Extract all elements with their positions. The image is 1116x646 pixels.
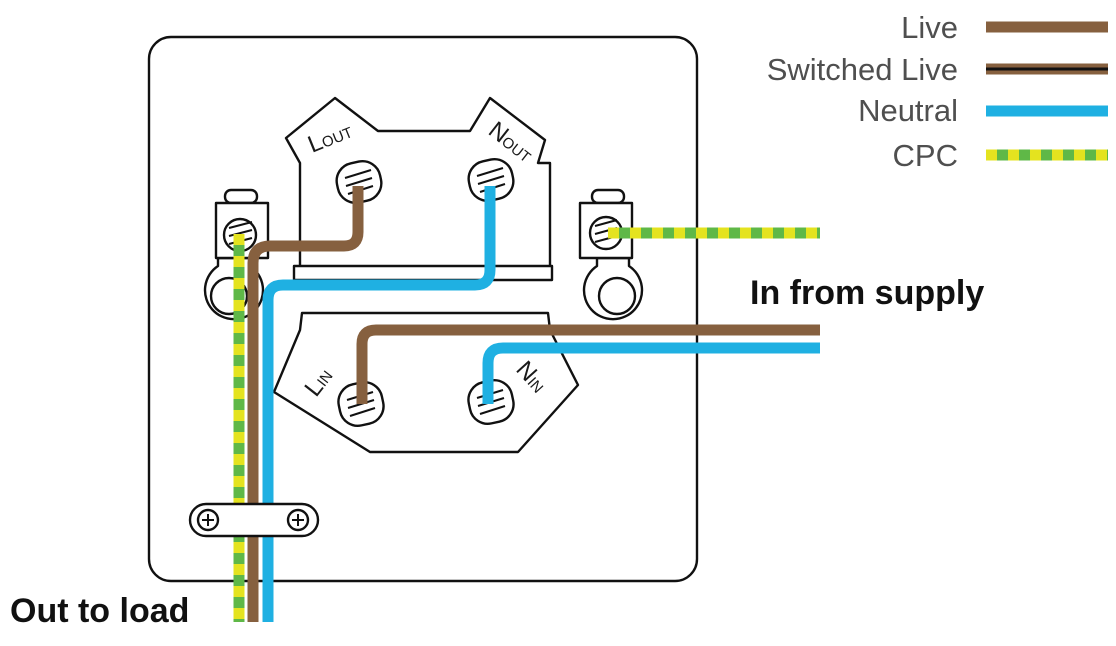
legend-neutral-label: Neutral	[858, 93, 958, 128]
housing-separator-bar	[292, 264, 554, 282]
switch-backplate	[147, 35, 699, 583]
in-from-supply-label: In from supply	[750, 274, 984, 312]
legend-live-label: Live	[901, 10, 958, 45]
n-out-screw	[467, 158, 515, 202]
out-to-load-label: Out to load	[10, 592, 189, 630]
supply-neutral-wire	[482, 342, 820, 404]
switched-live-wire	[247, 186, 364, 622]
cable-clamp	[188, 502, 320, 538]
right-earth-terminal	[578, 188, 634, 260]
legend-cpc-label: CPC	[893, 138, 958, 173]
load-neutral-wire	[262, 186, 496, 622]
legend: Live Switched Live Neutral CPC	[767, 10, 1108, 173]
supply-live-wire	[356, 324, 820, 404]
legend-switched-live-label: Switched Live	[767, 52, 958, 87]
upper-terminal-housing	[284, 96, 552, 272]
right-fixing-lug	[582, 256, 644, 321]
